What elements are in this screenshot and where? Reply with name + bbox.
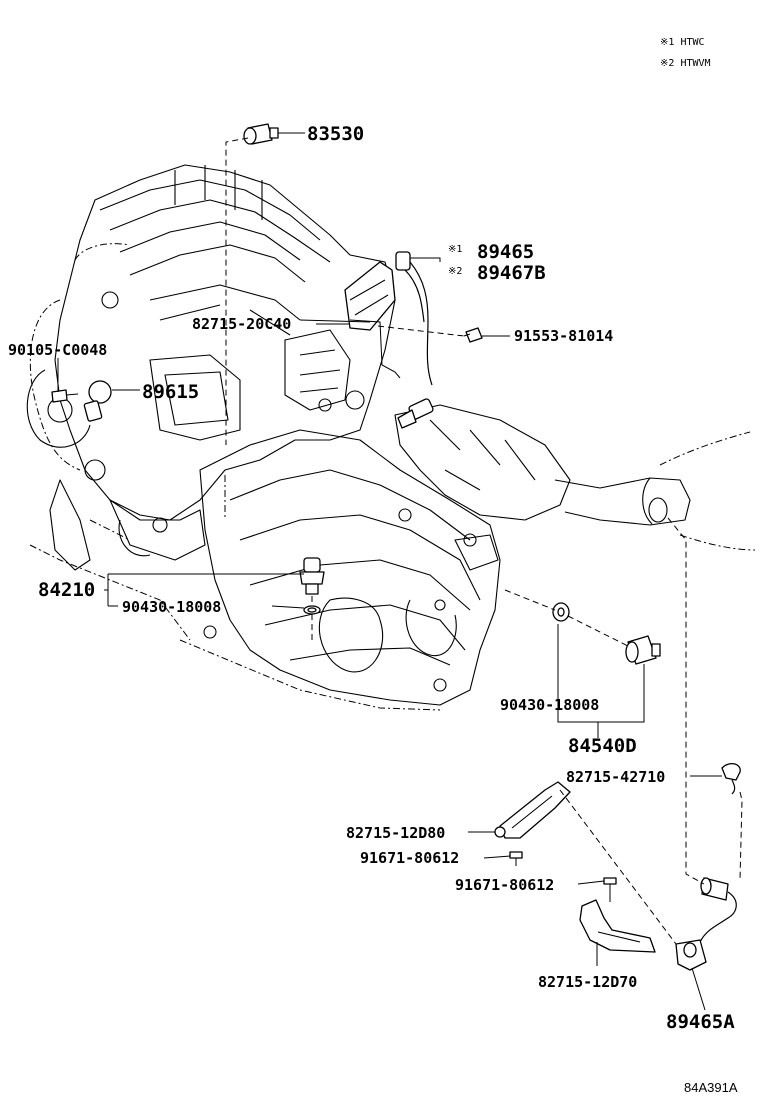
label-82715-42710: 82715-42710: [566, 768, 665, 786]
bolt-91671-80612-a[interactable]: [509, 851, 523, 866]
switch-84540d[interactable]: [625, 635, 661, 665]
label-90105-c0048: 90105-C0048: [8, 341, 107, 359]
gasket-90430-upper[interactable]: [303, 605, 321, 615]
label-90430-18008-b: 90430-18008: [500, 696, 599, 714]
leader-lines: [57, 132, 743, 1011]
bolt-91553-81014[interactable]: [463, 327, 483, 343]
bracket-82715-12d80[interactable]: [494, 781, 571, 839]
bracket-82715-12d70[interactable]: [579, 899, 656, 953]
label-83530: 83530: [307, 123, 364, 145]
label-89465-mark: ※1: [448, 244, 462, 255]
label-84540d: 84540D: [568, 735, 637, 757]
bolt-91671-80612-b[interactable]: [603, 877, 617, 896]
switch-84210[interactable]: [299, 557, 325, 595]
label-82715-12d80: 82715-12D80: [346, 824, 445, 842]
oxygen-sensor-89465a[interactable]: [675, 877, 737, 971]
note-1: ※1 HTWC: [660, 37, 705, 48]
label-84210: 84210: [38, 579, 95, 601]
label-89465a: 89465A: [666, 1011, 735, 1033]
note-2: ※2 HTWVM: [660, 58, 711, 69]
label-90430-18008-a: 90430-18008: [122, 598, 221, 616]
oxygen-sensor-89465[interactable]: [395, 251, 434, 429]
label-82715-20c40: 82715-20C40: [192, 315, 291, 333]
diagram-code: 84A391A: [684, 1080, 738, 1095]
knock-sensor-89615[interactable]: [83, 380, 112, 422]
label-89467b-mark: ※2: [448, 266, 462, 277]
engine-assembly-drawing: [26, 164, 756, 711]
label-89465: 89465: [477, 241, 534, 263]
label-91553-81014: 91553-81014: [514, 327, 613, 345]
label-89467b: 89467B: [477, 262, 546, 284]
label-91671-80612-a: 91671-80612: [360, 849, 459, 867]
oil-pressure-switch-83530[interactable]: [243, 123, 279, 145]
bolt-90105-c0048[interactable]: [51, 389, 79, 403]
label-82715-12d70: 82715-12D70: [538, 973, 637, 991]
label-89615: 89615: [142, 381, 199, 403]
clamp-82715-42710[interactable]: [721, 762, 741, 795]
label-91671-80612-b: 91671-80612: [455, 876, 554, 894]
gasket-90430-right[interactable]: [552, 602, 570, 622]
